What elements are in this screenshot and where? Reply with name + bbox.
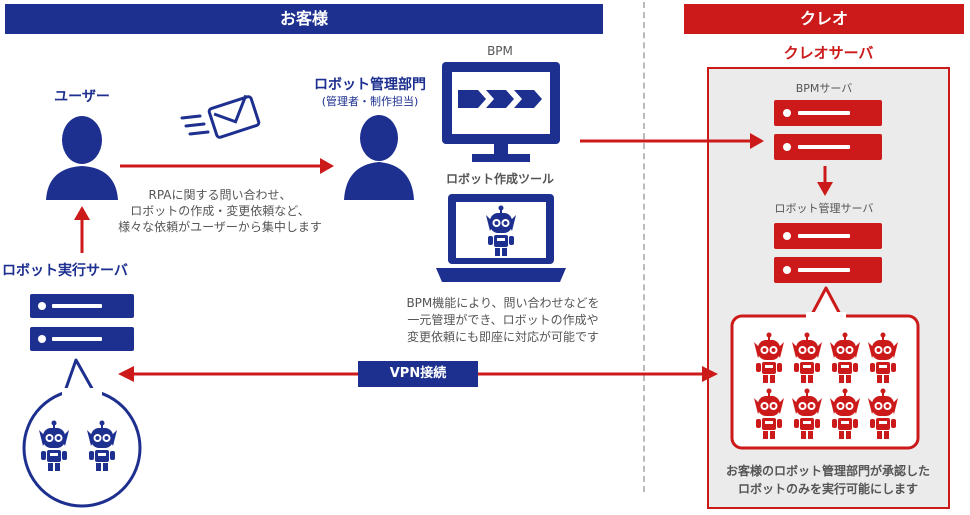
bpm-label: BPM	[487, 44, 513, 58]
robot-dept-label: ロボット管理部門	[314, 77, 426, 93]
pool-robot-icon-4	[868, 332, 898, 383]
pool-robot-icon-3	[830, 332, 860, 383]
bpm-monitor-icon	[442, 62, 560, 162]
pool-robot-icon-7	[830, 388, 860, 439]
pool-robot-icon-8-wrap	[866, 388, 900, 444]
inquiry-text-1: RPAに関する問い合わせ、	[148, 188, 292, 202]
robot-exec-server-label: ロボット実行サーバ	[2, 263, 128, 279]
customer-robot-icon-1-wrap	[37, 420, 71, 476]
bpm-server-label: BPMサーバ	[795, 82, 853, 95]
section-divider	[643, 2, 645, 492]
inquiry-text-3: 様々な依頼がユーザーから集中します	[118, 220, 322, 234]
creo-header: クレオ	[684, 4, 964, 34]
inquiry-text-2: ロボットの作成・変更依頼など、	[130, 204, 310, 218]
pool-robot-icon-7-wrap	[828, 388, 862, 444]
bpm-desc-1: BPM機能により、問い合わせなどを	[406, 296, 600, 310]
robot-tool-label: ロボット作成ツール	[445, 172, 554, 186]
user-label: ユーザー	[54, 89, 110, 105]
pool-robot-icon-1	[754, 332, 784, 383]
pool-robot-icon-4-wrap	[866, 332, 900, 388]
customer-robot-icon-2-wrap	[85, 420, 119, 476]
robot-mgmt-server-unit-1	[774, 223, 882, 249]
pool-robot-icon-2-wrap	[790, 332, 824, 388]
pool-robot-icon-6	[792, 388, 822, 439]
approved-text-1: お客様のロボット管理部門が承認した	[725, 464, 930, 478]
customer-robot-icon-2	[87, 420, 117, 471]
pool-robot-icon-1-wrap	[752, 332, 786, 388]
robot-dept-person-icon	[344, 115, 414, 200]
pool-robot-icon-5	[754, 388, 784, 439]
approved-text-2: ロボットのみを実行可能にします	[737, 482, 918, 496]
pool-robot-icon-8	[868, 388, 898, 439]
creo-server-title: クレオサーバ	[783, 44, 874, 62]
pool-robot-icon-6-wrap	[790, 388, 824, 444]
pool-robot-icon-5-wrap	[752, 388, 786, 444]
exec-server-unit-2	[30, 327, 134, 351]
user-person-icon	[46, 116, 118, 200]
customer-robot-icon-1	[39, 420, 69, 471]
vpn-label-box: VPN接続	[358, 361, 478, 387]
bpm-desc-2: 一元管理ができ、ロボットの作成や	[407, 313, 599, 327]
bpm-server-unit-2	[774, 134, 882, 160]
exec-server-unit-1	[30, 294, 134, 318]
customer-header: お客様	[5, 4, 603, 34]
envelope-icon	[180, 94, 261, 139]
pool-robot-icon-3-wrap	[828, 332, 862, 388]
robot-dept-sub: (管理者・制作担当)	[321, 95, 419, 108]
robot-mgmt-server-unit-2	[774, 257, 882, 283]
robot-mgmt-server-label: ロボット管理サーバ	[774, 202, 874, 215]
pool-robot-icon-2	[792, 332, 822, 383]
laptop-robot-icon-wrap	[484, 205, 518, 261]
customer-robot-bubble	[22, 358, 142, 508]
bpm-desc-3: 変更依頼にも即座に対応が可能です	[406, 330, 599, 344]
bpm-server-unit-1	[774, 100, 882, 126]
laptop-robot-icon	[486, 205, 516, 256]
